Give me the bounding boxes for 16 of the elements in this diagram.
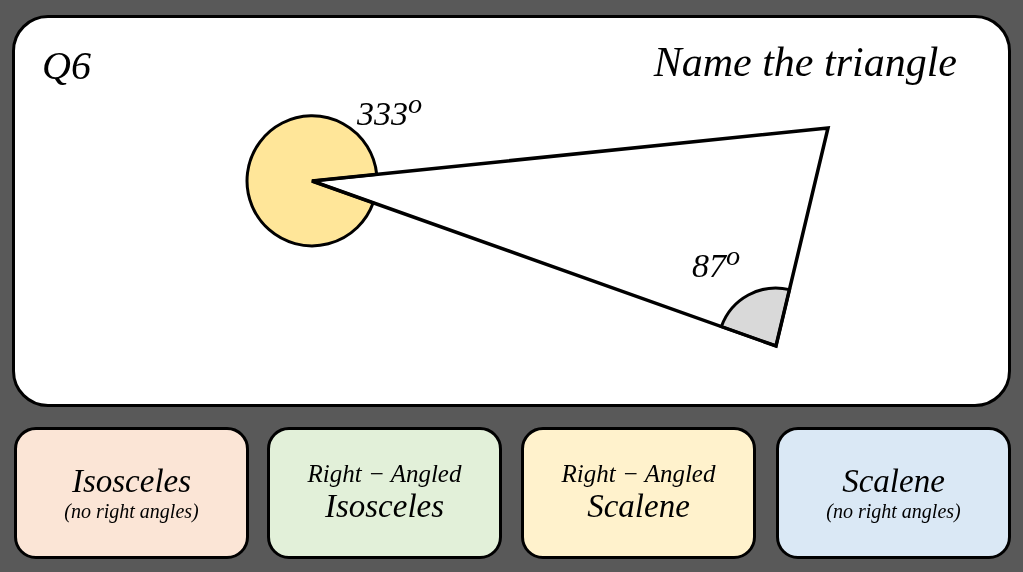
answer-option (776, 427, 1011, 559)
option-text: Isosceles (71, 462, 192, 501)
option-text: Scalene (587, 488, 690, 527)
option-text: Scalene (842, 462, 945, 501)
angle-label: 87$^{o}$ (692, 240, 741, 286)
angle-label: 333$^{o}$ (357, 88, 423, 134)
question-number: Q6 (42, 42, 91, 89)
option-subtext: (no right angles) (826, 500, 961, 524)
option-text: Isosceles (324, 488, 445, 527)
answer-option (521, 427, 756, 559)
option-subtext: Right − Angled (561, 459, 716, 489)
answer-option (267, 427, 502, 559)
answer-option (14, 427, 249, 559)
option-subtext: Right − Angled (307, 459, 462, 489)
question-title: Name the triangle (653, 38, 957, 86)
option-subtext: (no right angles) (64, 500, 199, 524)
